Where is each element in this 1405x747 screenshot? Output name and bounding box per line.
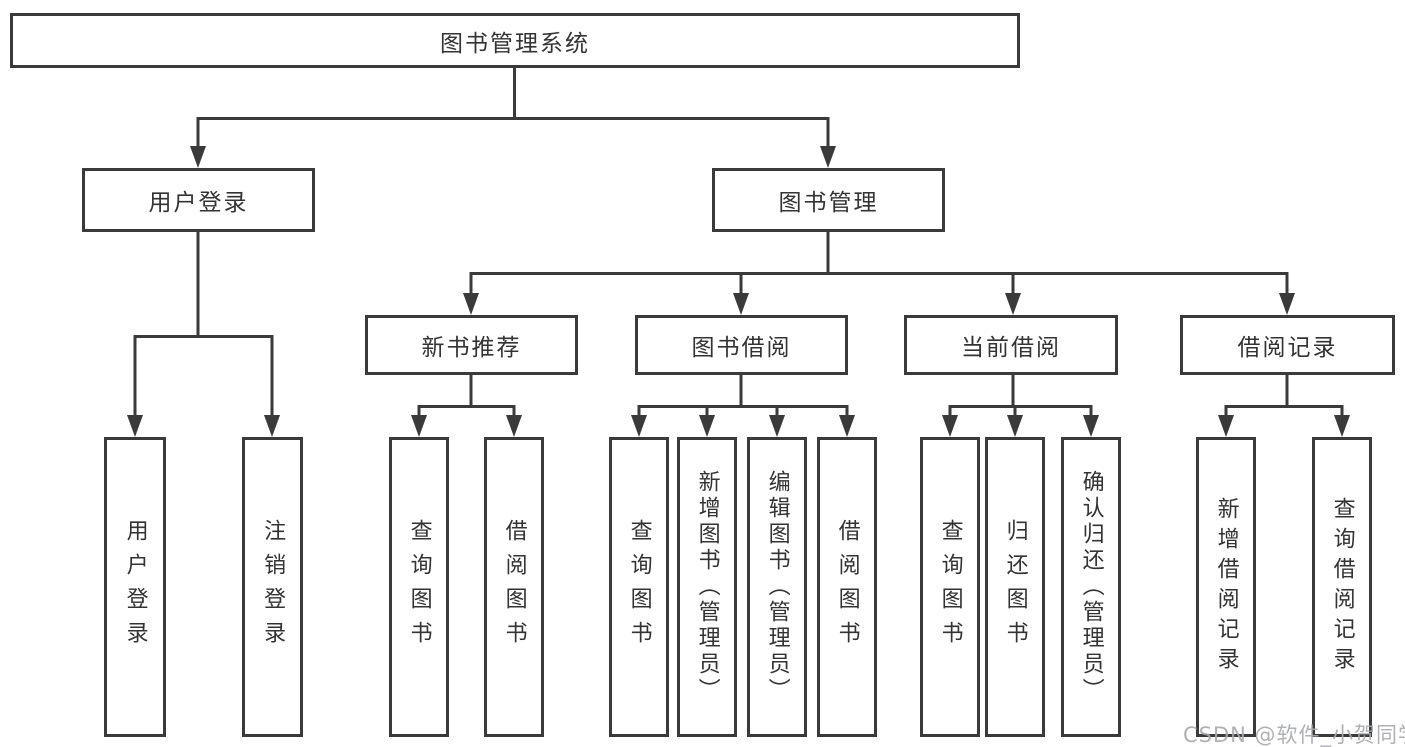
arrowhead bbox=[1218, 415, 1234, 437]
csdn-watermark: CSDN @软件_小贺同学 bbox=[1183, 723, 1405, 747]
arrowhead bbox=[1334, 415, 1350, 437]
leaf-query-books-recommend: 查询图书 bbox=[389, 437, 449, 737]
arrowhead bbox=[411, 415, 427, 437]
leaf-label: 确认归还（管理员） bbox=[1078, 470, 1104, 704]
leaf-query-books-current: 查询图书 bbox=[920, 437, 980, 737]
arrowheads bbox=[127, 146, 1350, 437]
leaf-label: 用户登录 bbox=[122, 519, 148, 655]
leaf-add-borrow-record: 新增借阅记录 bbox=[1196, 437, 1256, 737]
leaf-label: 查询图书 bbox=[406, 519, 432, 655]
arrowhead bbox=[631, 415, 647, 437]
leaf-query-books-borrow: 查询图书 bbox=[609, 437, 669, 737]
arrowhead bbox=[820, 146, 836, 168]
arrowhead bbox=[1005, 293, 1021, 315]
leaf-label: 编辑图书（管理员） bbox=[764, 470, 790, 704]
leaf-label: 新增借阅记录 bbox=[1213, 497, 1239, 677]
node-book-management: 图书管理 bbox=[712, 168, 945, 232]
arrowhead bbox=[733, 293, 749, 315]
node-root-library-system: 图书管理系统 bbox=[10, 13, 1020, 68]
node-label: 图书借阅 bbox=[691, 335, 792, 361]
node-label: 借阅记录 bbox=[1237, 335, 1338, 361]
arrowhead bbox=[839, 415, 855, 437]
leaf-label: 查询图书 bbox=[626, 519, 652, 655]
leaf-logout: 注销登录 bbox=[242, 437, 303, 737]
arrowhead bbox=[1279, 293, 1295, 315]
leaf-return-books: 归还图书 bbox=[985, 437, 1045, 737]
leaf-query-borrow-record: 查询借阅记录 bbox=[1312, 437, 1372, 737]
node-current-borrowing: 当前借阅 bbox=[904, 315, 1118, 375]
node-borrowing-records: 借阅记录 bbox=[1180, 315, 1395, 375]
node-book-borrowing: 图书借阅 bbox=[635, 315, 848, 375]
leaf-label: 借阅图书 bbox=[501, 519, 527, 655]
arrowhead bbox=[1083, 415, 1099, 437]
leaf-user-login: 用户登录 bbox=[104, 437, 166, 737]
leaf-label: 查询图书 bbox=[937, 519, 963, 655]
arrowhead bbox=[1007, 415, 1023, 437]
arrowhead bbox=[190, 146, 206, 168]
leaf-label: 借阅图书 bbox=[834, 519, 860, 655]
arrowhead bbox=[127, 415, 143, 437]
node-label: 图书管理 bbox=[778, 190, 879, 216]
node-new-book-recommend: 新书推荐 bbox=[365, 315, 578, 375]
arrowhead bbox=[264, 415, 280, 437]
arrowhead bbox=[942, 415, 958, 437]
arrowhead bbox=[769, 415, 785, 437]
node-user-login: 用户登录 bbox=[82, 168, 315, 232]
node-label: 图书管理系统 bbox=[440, 30, 590, 57]
leaf-borrow-books-recommend: 借阅图书 bbox=[484, 437, 544, 737]
arrowhead bbox=[463, 293, 479, 315]
node-label: 用户登录 bbox=[148, 190, 249, 216]
arrowhead bbox=[699, 415, 715, 437]
leaf-edit-books-admin: 编辑图书（管理员） bbox=[747, 437, 807, 737]
leaf-add-books-admin: 新增图书（管理员） bbox=[677, 437, 737, 737]
node-label: 新书推荐 bbox=[421, 335, 522, 361]
node-label: 当前借阅 bbox=[961, 335, 1061, 361]
leaf-label: 归还图书 bbox=[1002, 519, 1028, 655]
leaf-label: 注销登录 bbox=[260, 519, 286, 655]
arrowhead bbox=[506, 415, 522, 437]
leaf-label: 新增图书（管理员） bbox=[694, 470, 720, 704]
leaf-label: 查询借阅记录 bbox=[1329, 497, 1355, 677]
leaf-borrow-books: 借阅图书 bbox=[817, 437, 877, 737]
leaf-confirm-return-admin: 确认归还（管理员） bbox=[1061, 437, 1121, 737]
